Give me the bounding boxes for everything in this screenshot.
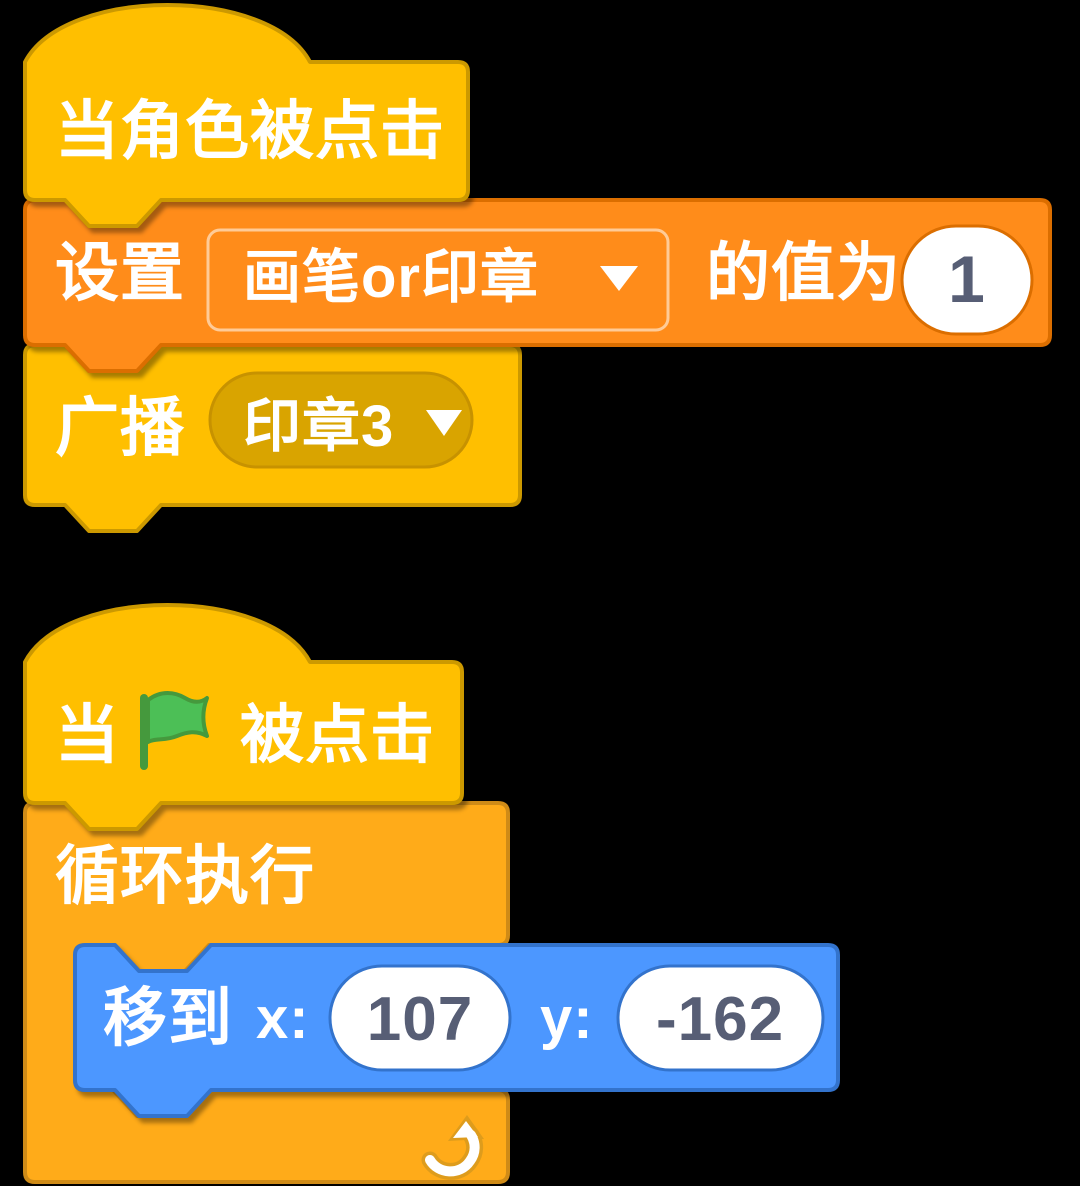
broadcast-label: 广播	[55, 392, 185, 464]
script-when-flag-clicked: 循环执行 移到 x: 107 y: -162	[23, 603, 840, 1184]
when-sprite-clicked-hat-block[interactable]: 当角色被点击	[23, 3, 470, 228]
variable-field[interactable]	[206, 228, 670, 332]
value-input[interactable]: 1	[900, 224, 1034, 336]
hat-block-label: 当角色被点击	[55, 95, 445, 167]
broadcast-message-text: 印章3	[243, 394, 394, 459]
dropdown-caret-icon[interactable]	[426, 410, 462, 436]
when-label: 当	[55, 699, 120, 771]
script-when-sprite-clicked: 广播 印章3 设置 画笔or印章 的值为 1 当角	[23, 3, 1052, 533]
forever-block[interactable]: 循环执行	[23, 801, 510, 1184]
hat-block-shape[interactable]	[23, 3, 470, 228]
y-value-oval[interactable]	[616, 964, 825, 1072]
dropdown-caret-icon[interactable]	[600, 266, 638, 291]
x-value-oval[interactable]	[328, 964, 512, 1072]
set-variable-block[interactable]: 设置 画笔or印章 的值为 1	[23, 198, 1052, 373]
go-to-label: 移到	[103, 982, 233, 1054]
x-value-text: 107	[367, 985, 473, 1054]
variable-name-text: 画笔or印章	[243, 245, 539, 310]
y-label: y:	[540, 986, 594, 1051]
x-value-input[interactable]: 107	[328, 964, 512, 1072]
variable-dropdown[interactable]: 画笔or印章	[206, 228, 670, 332]
set-label-prefix: 设置	[55, 237, 185, 309]
clicked-label: 被点击	[240, 699, 435, 771]
broadcast-message-field[interactable]	[208, 371, 474, 469]
x-label: x:	[256, 986, 310, 1051]
when-flag-clicked-hat-block[interactable]: 当 被点击	[23, 603, 464, 831]
green-flag-icon	[140, 691, 209, 770]
go-to-xy-block[interactable]: 移到 x: 107 y: -162	[73, 943, 840, 1118]
broadcast-message-dropdown[interactable]: 印章3	[208, 371, 474, 469]
hat-block-shape[interactable]	[23, 603, 464, 831]
y-value-text: -162	[656, 985, 784, 1054]
value-input-text: 1	[948, 242, 986, 316]
forever-label: 循环执行	[55, 840, 315, 912]
y-value-input[interactable]: -162	[616, 964, 825, 1072]
loop-arrow-icon	[421, 1115, 484, 1180]
set-label-suffix: 的值为	[706, 237, 901, 309]
value-input-oval[interactable]	[900, 224, 1034, 336]
broadcast-block[interactable]: 广播 印章3	[23, 343, 522, 533]
